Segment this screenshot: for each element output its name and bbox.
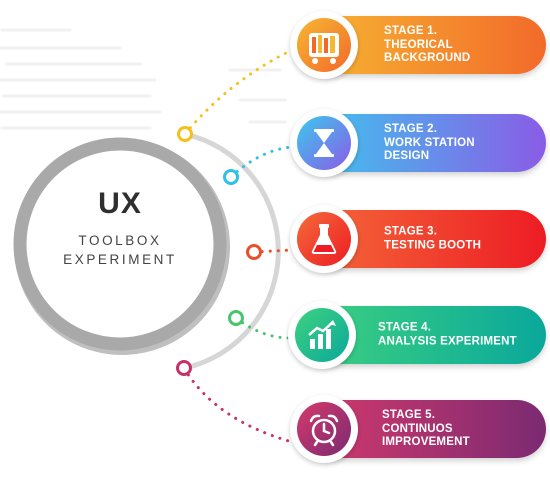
flask-icon bbox=[311, 224, 337, 254]
stage-2-label: STAGE 2. WORK STATION DESIGN bbox=[384, 122, 475, 162]
stage-4-label: STAGE 4. ANALYSIS EXPERIMENT bbox=[378, 321, 517, 348]
stage-1-label: STAGE 1. THEORICAL BACKGROUND bbox=[384, 24, 471, 64]
stage-5-badge bbox=[290, 395, 358, 463]
stage-5-connector bbox=[182, 366, 294, 444]
stage-1-connector bbox=[183, 48, 294, 136]
stage-nodes bbox=[176, 126, 262, 376]
stage-3-connector bbox=[252, 248, 294, 254]
center-ring bbox=[13, 137, 227, 351]
stage-5-node bbox=[176, 360, 192, 376]
alarm-clock-icon bbox=[309, 414, 339, 447]
stage-4-node bbox=[228, 310, 244, 326]
growth-chart-icon bbox=[308, 320, 336, 349]
stage-5-label: STAGE 5. CONTINUOS IMPROVEMENT bbox=[382, 408, 470, 448]
stage-1-badge bbox=[290, 11, 358, 79]
stage-3-badge bbox=[290, 205, 358, 273]
stage-2-badge bbox=[290, 109, 358, 177]
books-icon bbox=[309, 33, 339, 64]
stage-2-node bbox=[223, 169, 239, 185]
background-texture bbox=[0, 28, 287, 130]
stage-3-node bbox=[246, 244, 262, 260]
stage-1-node bbox=[177, 126, 193, 142]
diagram-subtitle: TOOLBOX EXPERIMENT bbox=[63, 233, 177, 267]
hourglass-icon bbox=[314, 129, 334, 157]
stage-4-badge bbox=[288, 301, 356, 369]
diagram-title: UX bbox=[98, 187, 142, 220]
stage-3-label: STAGE 3. TESTING BOOTH bbox=[384, 225, 482, 252]
